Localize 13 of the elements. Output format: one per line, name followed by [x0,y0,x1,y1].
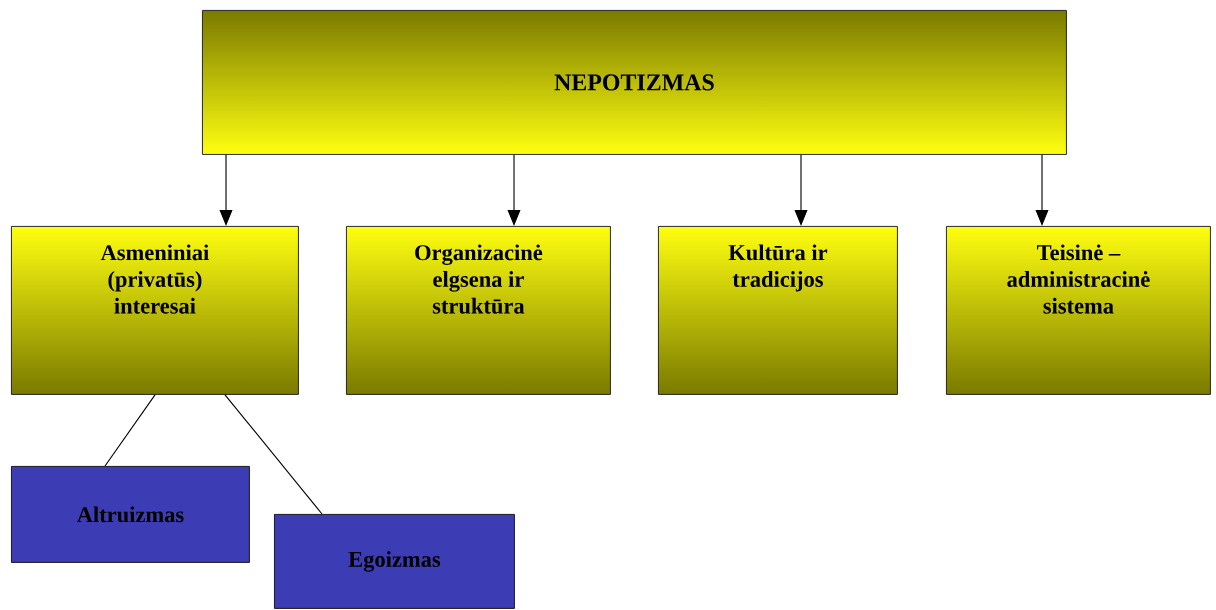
arrow [1035,154,1049,226]
category-box: Kultūra ir tradicijos [658,226,898,395]
connector-line [104,394,156,467]
arrow [219,154,233,226]
connector-line [224,394,323,515]
subcategory-box: Egoizmas [274,514,515,609]
subcategory-box: Altruizmas [11,466,250,563]
category-box: Organizacinė elgsena ir struktūra [346,226,611,395]
arrow [507,154,521,226]
arrow [794,154,808,226]
category-box: Teisinė – administracinė sistema [946,226,1211,395]
title-box: NEPOTIZMAS [202,10,1067,155]
category-box: Asmeniniai (privatūs) interesai [11,226,299,395]
